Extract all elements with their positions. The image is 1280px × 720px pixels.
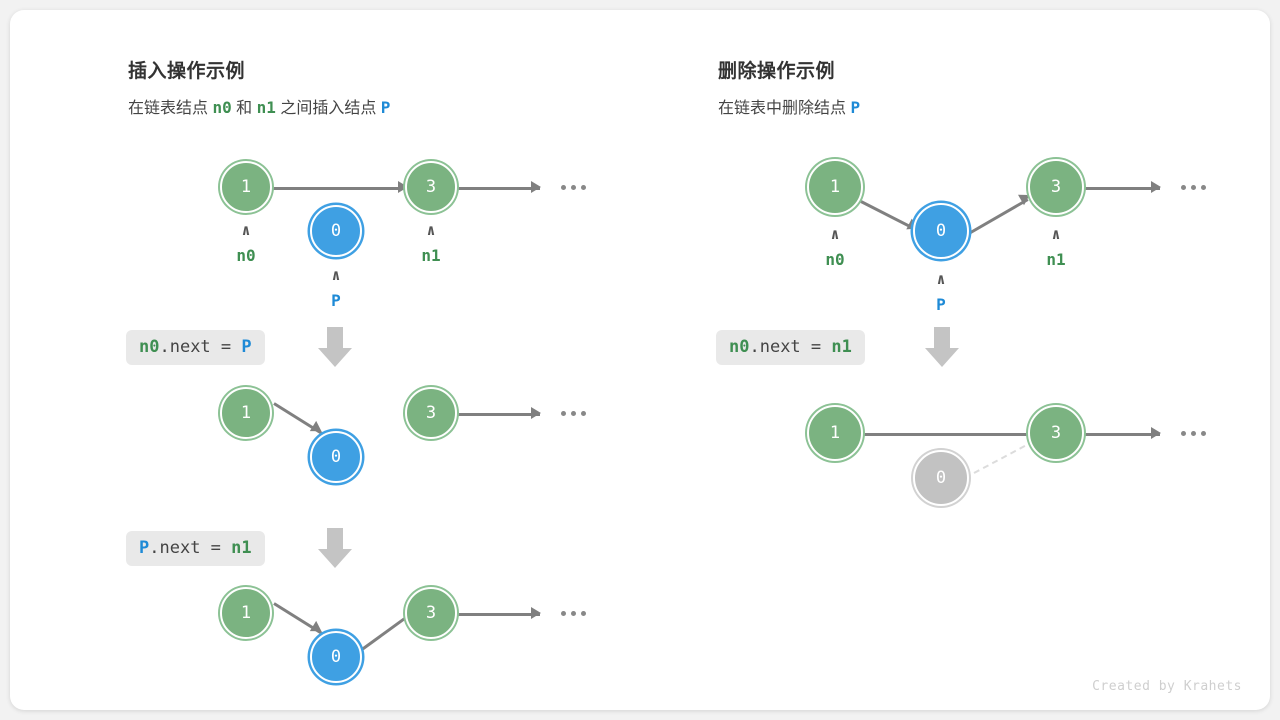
code-token-n0: n0 bbox=[139, 337, 160, 357]
code-chip-step1: n0.next = P bbox=[126, 330, 265, 366]
node-n0-del[interactable]: 1 bbox=[807, 159, 863, 215]
node-p-row3[interactable]: 0 bbox=[310, 631, 362, 683]
arrowhead-n0-n1 bbox=[398, 181, 408, 193]
code-chip-step2: P.next = n1 bbox=[126, 531, 265, 567]
code-token-next1: .next = bbox=[159, 337, 242, 357]
panel-insert-title: 插入操作示例 bbox=[128, 61, 246, 82]
caret-icon-n0: ∧ bbox=[241, 221, 251, 239]
arrowhead-n1-tail-after-del bbox=[1151, 427, 1161, 439]
node-n0-after-del[interactable]: 1 bbox=[807, 405, 863, 461]
del-subtitle-node-p: P bbox=[850, 98, 861, 117]
ellipsis-row2 bbox=[561, 411, 586, 416]
edge-n1-tail bbox=[456, 187, 540, 190]
code-chip-del-step1: n0.next = n1 bbox=[716, 330, 865, 366]
node-n1-del[interactable]: 3 bbox=[1028, 159, 1084, 215]
pointer-label-n0: n0 bbox=[236, 246, 256, 265]
subtitle-text-1: 在链表结点 bbox=[128, 100, 213, 117]
del-code-token-n0: n0 bbox=[729, 337, 750, 357]
node-n1-row2[interactable]: 3 bbox=[405, 387, 457, 439]
down-arrow-icon-del-step1 bbox=[925, 327, 959, 367]
node-n1-after-del[interactable]: 3 bbox=[1028, 405, 1084, 461]
edge-n1-tail-after-del bbox=[1080, 433, 1160, 436]
node-p-row2[interactable]: 0 bbox=[310, 431, 362, 483]
edge-n1-tail-row3 bbox=[456, 613, 540, 616]
pointer-label-p: P bbox=[331, 291, 341, 310]
subtitle-node-n1: n1 bbox=[256, 98, 276, 117]
node-p[interactable]: 0 bbox=[310, 205, 362, 257]
edge-removed-dashed bbox=[973, 440, 1035, 474]
credit-text: Created by Krahets bbox=[1092, 679, 1242, 694]
code-token-next2: .next = bbox=[149, 538, 232, 558]
edge-n0-n1-after-del bbox=[863, 433, 1048, 436]
edge-p-n1-del bbox=[961, 198, 1029, 239]
subtitle-text-2: 和 bbox=[231, 100, 257, 117]
panel-delete: 删除操作示例 在链表中删除结点 P 1 0 3 ∧ n0 ∧ P ∧ n1 n0… bbox=[640, 10, 1270, 710]
arrowhead-n1-tail bbox=[531, 181, 541, 193]
ellipsis-row3 bbox=[561, 611, 586, 616]
diagram-card: 插入操作示例 在链表结点 n0 和 n1 之间插入结点 P 1 0 3 ∧ n0… bbox=[10, 10, 1270, 710]
node-n0[interactable]: 1 bbox=[220, 161, 272, 213]
caret-icon-n1: ∧ bbox=[426, 221, 436, 239]
caret-icon-n1-del: ∧ bbox=[1051, 225, 1061, 243]
ellipsis-row1 bbox=[561, 185, 586, 190]
node-n1-row3[interactable]: 3 bbox=[405, 587, 457, 639]
pointer-label-n0-del: n0 bbox=[825, 250, 845, 269]
caret-icon-p-del: ∧ bbox=[936, 270, 946, 288]
caret-icon-n0-del: ∧ bbox=[830, 225, 840, 243]
pointer-label-n1: n1 bbox=[421, 246, 441, 265]
edge-n1-tail-del bbox=[1080, 187, 1160, 190]
del-subtitle-text-1: 在链表中删除结点 bbox=[718, 100, 851, 117]
arrowhead-n1-tail-row2 bbox=[531, 407, 541, 419]
arrowhead-n1-tail-del bbox=[1151, 181, 1161, 193]
subtitle-node-n0: n0 bbox=[212, 98, 232, 117]
ellipsis-del-row1 bbox=[1181, 185, 1206, 190]
ellipsis-del-row2 bbox=[1181, 431, 1206, 436]
subtitle-node-p: P bbox=[380, 98, 391, 117]
panel-insert: 插入操作示例 在链表结点 n0 和 n1 之间插入结点 P 1 0 3 ∧ n0… bbox=[10, 10, 640, 710]
code-token-n1: n1 bbox=[231, 538, 252, 558]
del-code-token-n1: n1 bbox=[831, 337, 852, 357]
down-arrow-icon-step2 bbox=[318, 528, 352, 568]
panel-delete-subtitle: 在链表中删除结点 P bbox=[718, 94, 860, 118]
down-arrow-icon-step1 bbox=[318, 327, 352, 367]
code-token-p: P bbox=[241, 337, 252, 357]
pointer-label-p-del: P bbox=[936, 295, 946, 314]
edge-n1-tail-row2 bbox=[456, 413, 540, 416]
panel-delete-title: 删除操作示例 bbox=[718, 61, 836, 82]
panel-insert-subtitle: 在链表结点 n0 和 n1 之间插入结点 P bbox=[128, 94, 390, 118]
node-n1[interactable]: 3 bbox=[405, 161, 457, 213]
node-p-del[interactable]: 0 bbox=[913, 203, 969, 259]
del-code-token-next: .next = bbox=[749, 337, 832, 357]
node-removed[interactable]: 0 bbox=[913, 450, 969, 506]
edge-n0-n1 bbox=[271, 187, 406, 190]
code-token-p2: P bbox=[139, 538, 150, 558]
subtitle-text-3: 之间插入结点 bbox=[275, 100, 381, 117]
arrowhead-n1-tail-row3 bbox=[531, 607, 541, 619]
node-n0-row3[interactable]: 1 bbox=[220, 587, 272, 639]
caret-icon-p: ∧ bbox=[331, 266, 341, 284]
node-n0-row2[interactable]: 1 bbox=[220, 387, 272, 439]
pointer-label-n1-del: n1 bbox=[1046, 250, 1066, 269]
